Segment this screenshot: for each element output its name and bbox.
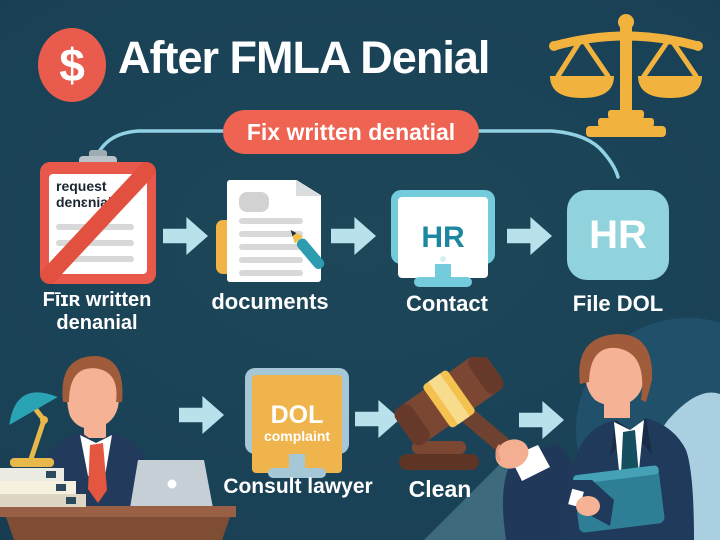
dol-screen-line2: complaint xyxy=(263,428,331,445)
hr-badge-text: HR xyxy=(589,212,647,257)
clipboard-text-line2: denɛnial xyxy=(56,194,112,211)
step1-label: Fīɪʀ written denanial xyxy=(14,289,180,335)
document-line xyxy=(239,218,303,224)
gavel-in-hand-icon xyxy=(394,357,596,540)
monitor-base xyxy=(414,277,472,287)
monitor-neck xyxy=(435,264,451,279)
employee-at-desk-illustration xyxy=(0,356,236,540)
monitor-neck xyxy=(289,454,305,468)
document-line xyxy=(239,231,303,237)
step1-label-line1: Fīɪʀ written xyxy=(42,289,152,311)
clipboard-text-line1: request xyxy=(56,178,107,194)
banner-label: Fix written denatial xyxy=(246,118,456,145)
clipboard-text: request denɛnial xyxy=(56,178,112,210)
lawyer-illustration xyxy=(566,334,694,540)
dol-screen-line1: DOL xyxy=(270,401,324,430)
step1-label-line2: denanial xyxy=(56,312,138,334)
desk-top xyxy=(0,506,236,517)
step5-label: Consult lawyer xyxy=(223,475,373,498)
hand xyxy=(495,439,529,469)
clipboard-line xyxy=(56,256,134,262)
step2-label: documents xyxy=(211,289,329,314)
hr-screen-text: HR xyxy=(421,220,465,254)
desk-front xyxy=(6,517,230,540)
monitor-screen: DOL complaint xyxy=(252,375,342,473)
document-line xyxy=(239,257,303,263)
desk-lamp-icon xyxy=(9,392,58,467)
monitor-dot xyxy=(440,256,446,262)
scales-of-justice-icon xyxy=(549,14,703,137)
denied-request-clipboard-icon: request denɛnial xyxy=(40,150,156,284)
dol-complaint-monitor-icon: DOL complaint xyxy=(245,368,349,480)
step3-label: Contact xyxy=(406,291,488,316)
step4-label: File DOL xyxy=(572,291,664,316)
page-title: After FMLA Denial xyxy=(118,32,490,83)
step6-label: Clean xyxy=(408,476,472,502)
dollar-icon: $ xyxy=(38,28,106,102)
clipboard-line xyxy=(56,240,134,246)
dollar-sign: $ xyxy=(59,39,85,91)
hand xyxy=(576,496,600,516)
document-line xyxy=(239,270,303,276)
clipboard-knob xyxy=(89,150,107,160)
banner-fix-written-denial: Fix written denatial xyxy=(223,110,479,154)
document-line xyxy=(239,244,303,250)
clipboard-board: request denɛnial xyxy=(40,162,156,284)
hr-badge-icon: HR xyxy=(567,190,669,280)
document-header-blob xyxy=(239,192,269,212)
hr-monitor-icon: HR xyxy=(391,190,495,290)
connector-right xyxy=(477,129,620,179)
pencil-icon xyxy=(290,230,325,270)
documents-icon xyxy=(216,174,329,284)
book xyxy=(0,494,86,507)
monitor-base xyxy=(268,468,326,478)
